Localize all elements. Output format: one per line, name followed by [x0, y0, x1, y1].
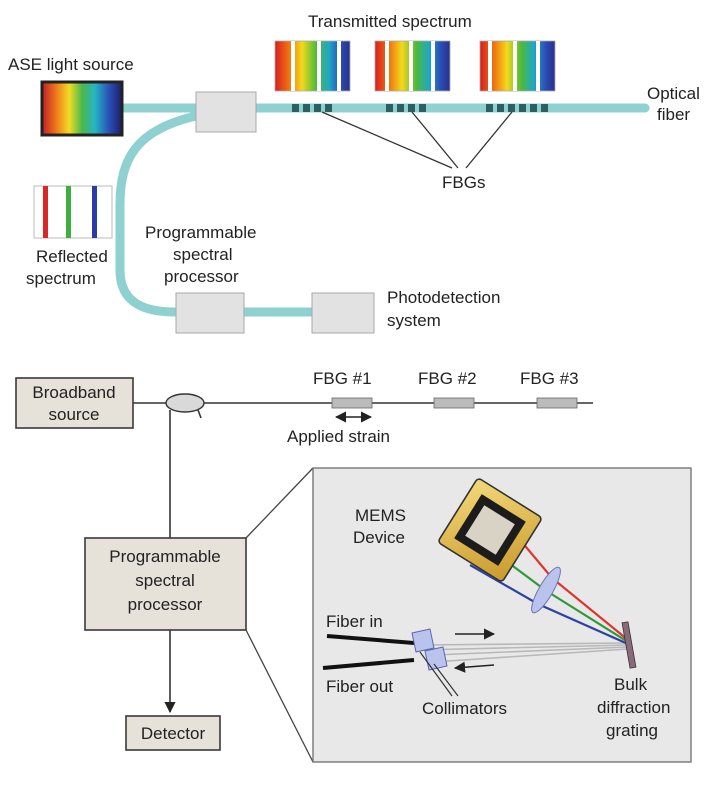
top-diagram: ASE light source Tr [8, 12, 700, 334]
bottom-diagram: Broadband source FBG #1 FBG #2 FBG #3 Ap… [15, 369, 692, 763]
reflected-spectrum-label-2: spectrum [26, 269, 96, 288]
transmitted-spectrum-2 [374, 40, 451, 92]
ase-light-source-label: ASE light source [8, 55, 134, 74]
fiber-out-line [322, 658, 415, 670]
grating-label-1: Bulk [614, 675, 648, 694]
fbgs-label: FBGs [442, 173, 485, 192]
bottom-fbg-marks [331, 397, 578, 409]
optical-fiber-label-1: Optical [647, 84, 700, 103]
bottom-coupler [165, 393, 205, 413]
fbg-leader-lines [321, 111, 513, 169]
fiber-in-label: Fiber in [326, 612, 383, 631]
detector-label: Detector [141, 724, 206, 743]
photodetection-label-1: Photodetection [387, 288, 500, 307]
broadband-source-label-2: source [48, 405, 99, 424]
fiber-out-label: Fiber out [326, 677, 393, 696]
spectral-processor-inset: MEMS Device Bulk diffraction grating Fib… [312, 467, 692, 763]
collimators-label: Collimators [422, 699, 507, 718]
bottom-processor-label-1: Programmable [109, 547, 221, 566]
callout-line-top [245, 467, 314, 539]
coupler-stub [197, 409, 202, 419]
coupler-box [195, 91, 257, 133]
collimators [411, 628, 448, 671]
top-processor-label-1: Programmable [145, 223, 257, 242]
gray-beams [419, 642, 629, 663]
transmitted-spectra [274, 40, 556, 92]
reflected-spectrum [33, 185, 113, 239]
bottom-processor-label-2: spectral [135, 571, 195, 590]
fbg-marks [292, 104, 548, 112]
photodetection-box [311, 292, 375, 334]
callout-line-bottom [245, 629, 314, 763]
fbg1-label: FBG #1 [313, 369, 372, 388]
fbg3-label: FBG #3 [520, 369, 579, 388]
grating-label-2: diffraction [597, 698, 670, 717]
mems-label-2: Device [353, 528, 405, 547]
broadband-source-box [15, 377, 134, 429]
detector-box [125, 715, 221, 751]
top-processor-box [175, 292, 245, 334]
collimator-leader-lines [419, 651, 459, 697]
fiber-out-direction-arrow [453, 661, 495, 673]
bottom-processor-box [84, 537, 247, 631]
ase-light-source-box [40, 80, 124, 137]
focusing-lens [531, 566, 561, 614]
top-processor-label-2: spectral [173, 245, 233, 264]
transmitted-spectrum-label: Transmitted spectrum [308, 12, 472, 31]
fbg2-label: FBG #2 [418, 369, 477, 388]
optical-fiber-label-2: fiber [657, 105, 690, 124]
collimator-top [411, 628, 435, 653]
applied-strain-label: Applied strain [287, 427, 390, 446]
reflected-spectrum-label-1: Reflected [36, 247, 108, 266]
photodetection-label-2: system [387, 311, 441, 330]
mems-device [438, 478, 542, 582]
grating-label-3: grating [606, 721, 658, 740]
fiber-branch-line [115, 111, 320, 317]
mems-label-1: MEMS [355, 506, 406, 525]
fiber-in-line [326, 634, 415, 645]
top-processor-label-3: processor [164, 267, 239, 286]
transmitted-spectrum-3 [479, 40, 556, 92]
diffraction-grating [621, 621, 637, 669]
collimator-bottom [424, 646, 448, 671]
transmitted-spectrum-1 [274, 40, 351, 92]
broadband-source-label-1: Broadband [32, 383, 115, 402]
bottom-processor-label-3: processor [128, 595, 203, 614]
